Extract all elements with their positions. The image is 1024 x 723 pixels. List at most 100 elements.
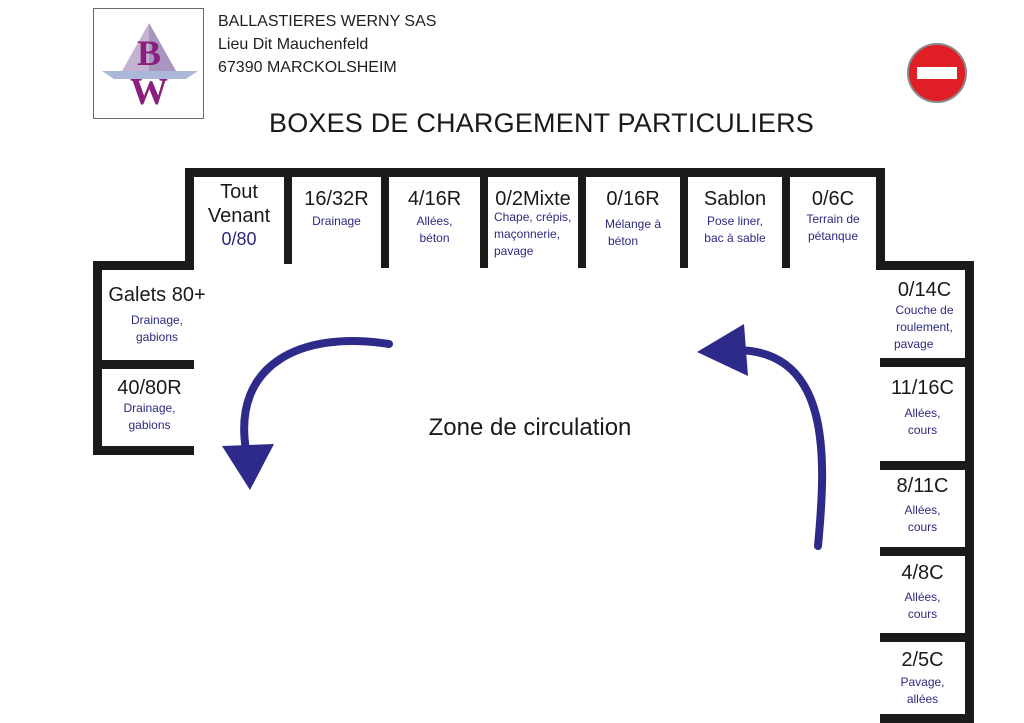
desc-line: Mélange à xyxy=(604,217,662,231)
box-description: Pavage, allées xyxy=(880,674,965,708)
box-name: 4/8C xyxy=(901,562,944,584)
box-8-11c: 8/11C Allées, cours xyxy=(880,474,965,536)
box-2-5c: 2/5C Pavage, allées xyxy=(880,648,965,708)
desc-line: béton xyxy=(419,231,450,245)
curved-arrow-up-right-icon xyxy=(697,324,827,550)
box-name: 0/14C xyxy=(897,279,952,301)
box-0-6c: 0/6C Terrain de pétanque xyxy=(790,187,876,245)
address-line-1: Lieu Dit Mauchenfeld xyxy=(218,36,369,53)
desc-line: Pose liner, xyxy=(706,214,764,228)
top-divider xyxy=(480,168,488,268)
logo-letter-b: B xyxy=(137,33,161,73)
box-description: Mélange à béton xyxy=(586,216,680,250)
box-0-14c: 0/14C Couche de roulement, pavage xyxy=(884,278,965,353)
desc-line: Terrain de xyxy=(806,212,860,226)
desc-line: cours xyxy=(907,520,938,534)
desc-line: pavage xyxy=(494,244,534,258)
top-wall xyxy=(185,168,885,177)
bw-logo-icon: B W xyxy=(102,23,198,113)
top-divider xyxy=(284,168,292,264)
box-name: Tout xyxy=(220,181,258,203)
zone-label: Zone de circulation xyxy=(428,414,632,441)
right-back-wall xyxy=(965,261,974,723)
company-address: BALLASTIERES WERNY SAS Lieu Dit Mauchenf… xyxy=(218,10,436,79)
no-entry-icon xyxy=(907,43,967,103)
left-top-wall xyxy=(93,261,194,270)
top-divider xyxy=(578,168,586,268)
desc-line: pétanque xyxy=(807,229,859,243)
box-name: 11/16C xyxy=(890,377,954,399)
desc-line: Couche de xyxy=(895,303,954,317)
right-divider xyxy=(880,714,974,723)
left-divider xyxy=(93,360,194,369)
desc-line: cours xyxy=(907,423,938,437)
right-top-wall xyxy=(876,261,974,270)
box-sablon: Sablon Pose liner, bac à sable xyxy=(688,187,782,247)
logo-letter-w: W xyxy=(130,71,168,113)
box-description: Drainage, gabions xyxy=(102,400,197,434)
box-description: Pose liner, bac à sable xyxy=(688,213,782,247)
desc-line: Drainage, xyxy=(123,401,176,415)
desc-line: Chape, crépis, xyxy=(494,210,572,224)
box-name: 0/2Mixte xyxy=(495,188,571,210)
company-logo: B W xyxy=(93,8,204,119)
box-11-16c: 11/16C Allées, cours xyxy=(880,376,965,439)
box-description: Allées, cours xyxy=(880,589,965,623)
desc-line: maçonnerie, xyxy=(494,227,561,241)
box-0-2mixte: 0/2Mixte Chape, crépis, maçonnerie, pava… xyxy=(488,187,578,260)
box-name: 2/5C xyxy=(901,649,944,671)
box-name: 8/11C xyxy=(896,475,949,497)
box-description: Allées, cours xyxy=(880,502,965,536)
box-name: 0/6C xyxy=(811,188,855,210)
desc-line: Drainage, xyxy=(130,313,184,327)
desc-line: gabions xyxy=(128,418,171,432)
top-right-corner-wall xyxy=(876,168,885,264)
top-divider xyxy=(381,168,389,268)
box-name: 40/80R xyxy=(117,377,182,399)
right-divider xyxy=(880,547,974,556)
desc-line: Allées, xyxy=(904,503,941,517)
box-description: Terrain de pétanque xyxy=(790,211,876,245)
box-name: Venant xyxy=(207,205,271,227)
company-name: BALLASTIERES WERNY SAS xyxy=(218,13,437,30)
curved-arrow-down-left-icon xyxy=(222,337,393,490)
box-subtitle: 0/80 xyxy=(221,229,257,249)
desc-line: Pavage, xyxy=(900,675,945,689)
box-name: 16/32R xyxy=(304,188,369,210)
desc-line: béton xyxy=(608,234,639,248)
desc-line: cours xyxy=(907,607,938,621)
box-16-32r: 16/32R Drainage xyxy=(292,187,381,230)
box-name: Galets 80+ xyxy=(108,284,206,306)
box-galets-80: Galets 80+ Drainage, gabions xyxy=(102,283,212,346)
desc-line: pavage xyxy=(894,337,934,351)
box-name: 4/16R xyxy=(407,188,462,210)
address-line-2: 67390 MARCKOLSHEIM xyxy=(218,59,397,76)
desc-line: Allées, xyxy=(904,590,941,604)
top-divider xyxy=(680,168,688,268)
desc-line: Allées, xyxy=(904,406,941,420)
page-title: BOXES DE CHARGEMENT PARTICULIERS xyxy=(268,108,814,138)
box-tout-venant: Tout Venant 0/80 xyxy=(194,180,284,250)
right-divider xyxy=(880,461,974,470)
left-bottom-wall xyxy=(93,446,194,455)
box-40-80r: 40/80R Drainage, gabions xyxy=(102,376,197,434)
box-description: Drainage, gabions xyxy=(102,312,212,346)
desc-line: roulement, xyxy=(896,320,953,334)
box-description: Allées, béton xyxy=(389,213,480,247)
top-left-corner-wall xyxy=(185,168,194,264)
desc-line: allées xyxy=(906,692,939,706)
box-name: Sablon xyxy=(703,188,767,210)
box-description: Chape, crépis, maçonnerie, pavage xyxy=(488,209,578,260)
box-description: Couche de roulement, pavage xyxy=(884,302,965,353)
right-divider xyxy=(880,358,974,367)
top-divider xyxy=(782,168,790,268)
left-back-wall xyxy=(93,261,102,455)
box-4-16r: 4/16R Allées, béton xyxy=(389,187,480,247)
box-4-8c: 4/8C Allées, cours xyxy=(880,561,965,623)
desc-line: gabions xyxy=(135,330,179,344)
desc-line: Allées, xyxy=(416,214,453,228)
box-0-16r: 0/16R Mélange à béton xyxy=(586,187,680,250)
right-divider xyxy=(880,633,974,642)
desc-line: bac à sable xyxy=(704,231,766,245)
